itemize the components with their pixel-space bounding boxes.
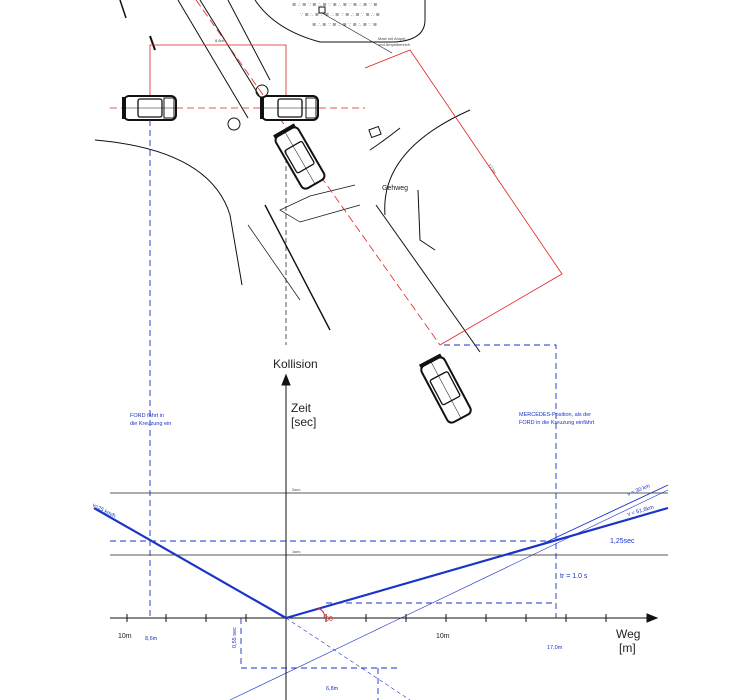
hatched-area: ≋ ∴ ≋ ∵ ≋ ∴ ≋ ∵ ≋ ∴ ≋ ∵ ≋ ∴ ≋ ∵ ≋ ∵ ≋ ∴ … — [292, 2, 380, 28]
ford-note-line1: FORD fährt in — [130, 413, 164, 419]
dim-bottom-label: 6,8m — [326, 686, 339, 692]
dim-diag-label: 17,0m — [487, 163, 498, 176]
grid-1sec-label: 1sec — [292, 549, 300, 554]
sign-label-1: Mast mit Ampel — [378, 36, 405, 41]
zeit-unit-label: [sec] — [291, 415, 316, 429]
svg-text:≋ ∴ ≋ ∵ ≋ ∴ ≋ ∵ ≋ ∴ ≋ ∵ ≋ ∴ ≋: ≋ ∴ ≋ ∵ ≋ ∴ ≋ ∵ ≋ ∴ ≋ ∵ ≋ ∴ ≋ ∵ ≋ — [292, 2, 377, 8]
merc-note-line2: FORD in die Kreuzung einfährt — [519, 420, 595, 426]
diagram-axes — [110, 373, 659, 700]
weg-left-10m-label: 10m — [118, 633, 132, 640]
weg-label: Weg — [616, 627, 640, 641]
ford-car-left — [122, 95, 177, 121]
speed-ford-label: v=25 km/h — [91, 502, 116, 519]
weg-unit-label: [m] — [619, 641, 636, 655]
ford-note-line2: die Kreuzung ein — [130, 421, 171, 427]
speed-30-label: v = 30 km — [627, 483, 652, 498]
weg-right-10m-label: 10m — [436, 633, 450, 640]
gehweg-label: Gehweg — [382, 185, 408, 192]
svg-text:∵ ≋ ∴ ≋ ∵ ≋ ∴ ≋ ∵ ≋ ∴ ≋ ∵ ≋ ∴: ∵ ≋ ∴ ≋ ∵ ≋ ∴ ≋ ∵ ≋ ∴ ≋ ∵ ≋ ∴ ≋ — [300, 12, 380, 18]
svg-text:≋ ∴ ≋ ∵ ≋ ∴ ≋ ∵ ≋ ∴ ≋ ∵ ≋: ≋ ∴ ≋ ∵ ≋ ∴ ≋ ∵ ≋ ∴ ≋ ∵ ≋ — [312, 22, 377, 28]
mercedes-car-collision — [273, 123, 326, 190]
angle-label: 50 — [325, 616, 333, 623]
time-grid — [110, 492, 668, 556]
time-125-label: 1,25sec — [610, 538, 635, 545]
dim-top-label: 8,6m — [215, 38, 225, 43]
weg-axis-ticks — [126, 614, 607, 622]
zeit-label: Zeit — [291, 401, 312, 415]
reaction-time-label: tr = 1.0 s — [560, 573, 588, 580]
speed-extension-lines — [229, 489, 669, 700]
weg-8-6m-label: 8,6m — [145, 636, 158, 642]
angle-arc — [317, 607, 325, 619]
blue-guides — [110, 120, 557, 700]
speed-lines — [93, 484, 669, 620]
ford-car-collision — [260, 95, 319, 121]
sign-label-2: und Ampelbereich — [378, 42, 410, 47]
mercedes-car-start — [418, 353, 472, 424]
merc-note-line1: MERCEDES-Position, als der — [519, 412, 591, 418]
grid-2sec-label: 2sec — [292, 487, 300, 492]
road-geometry — [94, 0, 481, 353]
kollision-label: Kollision — [273, 357, 318, 371]
dim-vertical-label: 0,55 sec — [232, 627, 238, 648]
weg-17-0m-label: 17,0m — [547, 645, 563, 651]
